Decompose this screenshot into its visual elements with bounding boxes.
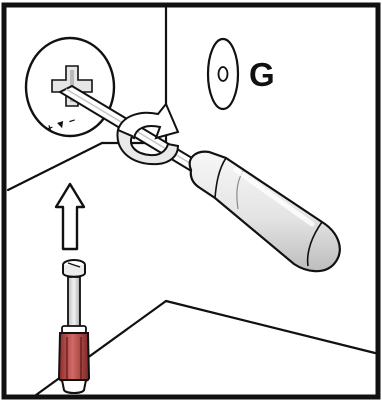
callout-disc xyxy=(208,39,238,109)
callout-label: G xyxy=(249,56,275,93)
